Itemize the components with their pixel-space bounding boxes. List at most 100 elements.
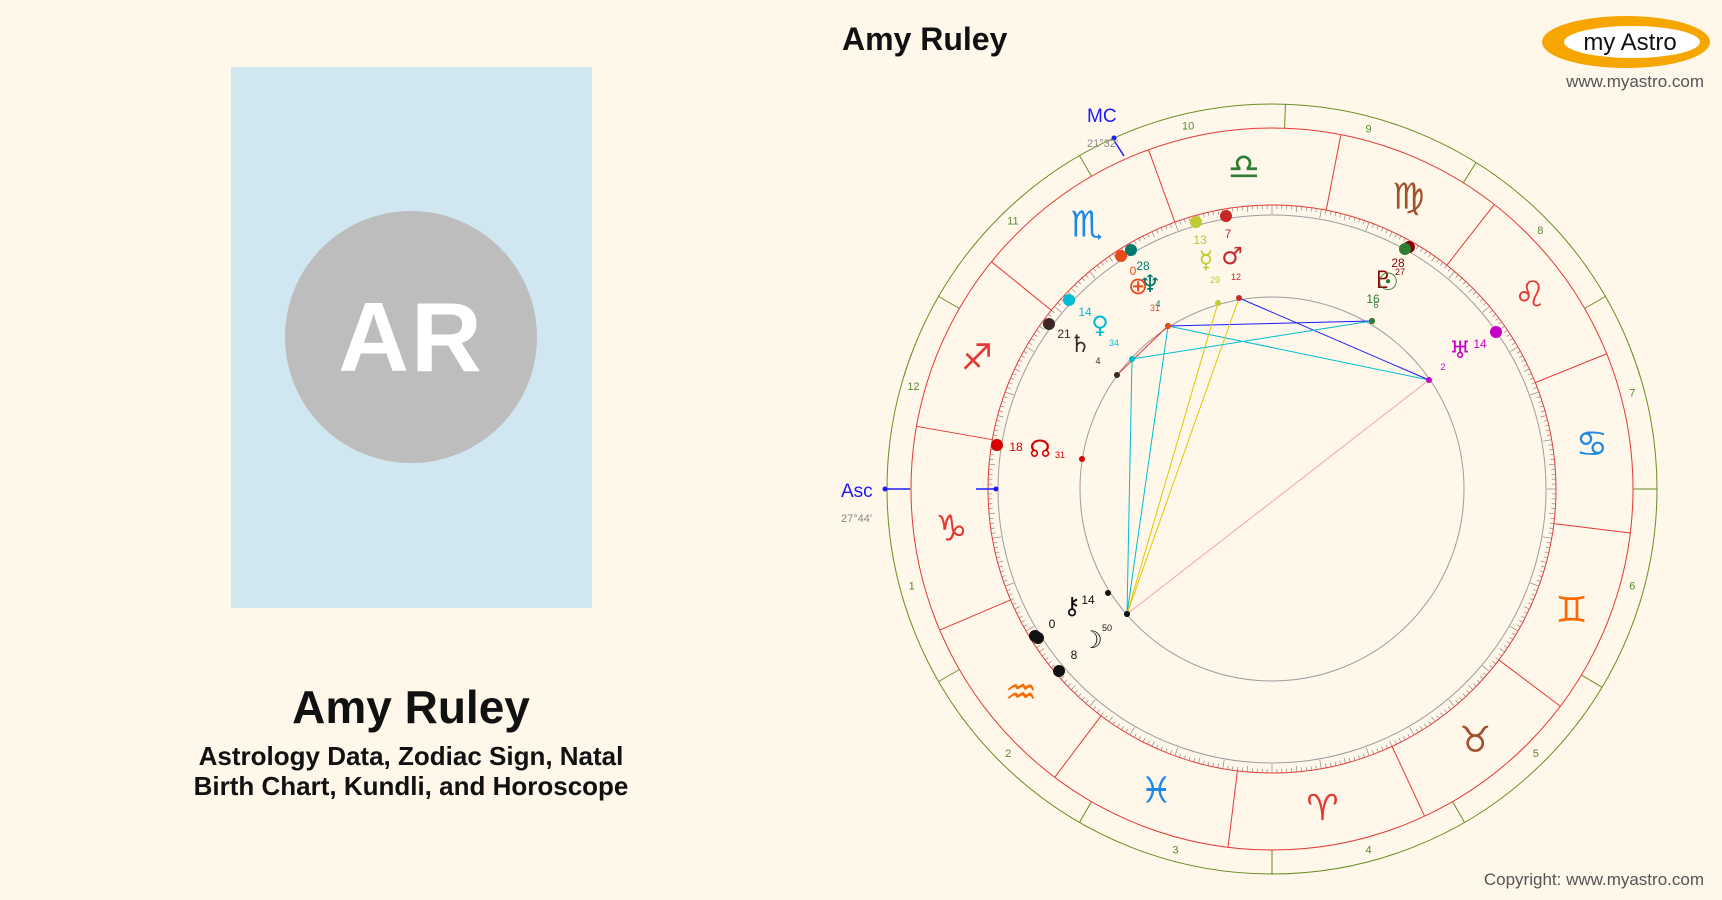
degree-tick [1343,214,1346,221]
person-subtitle: Astrology Data, Zodiac Sign, Natal Birth… [0,741,822,801]
sign-taurus-icon: ♉ [1459,720,1491,761]
degree-tick [1295,206,1298,213]
degree-tick [1440,262,1444,266]
degree-tick [1096,265,1100,269]
degree-tick [1455,700,1459,704]
degree-tick [1531,382,1536,385]
planet-venus-minutes: 34 [1109,338,1119,348]
degree-tick [1489,664,1493,668]
planet-mars-icon: ♂ [1221,242,1243,270]
degree-tick [1334,761,1337,766]
planet-sun-degree: 16 [1366,292,1380,306]
planet-mercury-degree: 13 [1193,233,1207,247]
degree-tick [990,527,995,529]
degree-tick [1503,329,1508,333]
degree-tick [1129,727,1135,736]
degree-tick [1001,575,1006,578]
degree-ticks [988,205,1556,773]
planet-mars-marker [1220,210,1232,222]
degree-tick [1117,723,1120,728]
degree-tick [1023,351,1028,354]
sign-boundary-line [1148,149,1176,223]
planet-saturn-icon: ♄ [1069,330,1091,358]
brand-url[interactable]: www.myastro.com [1566,72,1704,91]
degree-tick [1067,683,1071,687]
planet-pluto-degree: 28 [1391,256,1405,270]
asc-degree: 27°44' [841,513,872,525]
degree-tick [1466,284,1470,288]
degree-tick [1030,338,1035,341]
degree-tick [1476,295,1480,299]
sign-boundary-line [939,599,1011,631]
degree-tick [1329,762,1332,767]
degree-tick [1489,310,1493,314]
degree-tick [1436,259,1440,263]
house-number: 8 [1537,225,1543,237]
sign-boundary-line [991,261,1052,311]
degree-tick [1511,632,1516,636]
degree-tick [1495,317,1499,321]
house-cusp-line [1462,162,1477,184]
degree-tick [1217,210,1219,215]
degree-tick [996,556,1001,558]
planet-uranus-marker [1490,326,1502,338]
sign-boundary-line [1535,353,1607,384]
degree-tick [1536,579,1541,582]
sign-aquarius-icon: ♒ [1005,672,1037,713]
degree-tick [1016,364,1021,367]
degree-tick [1479,298,1484,302]
degree-tick [1074,284,1078,288]
degree-tick [992,536,1002,539]
degree-tick [1365,747,1370,756]
degree-tick [1160,227,1163,232]
degree-tick [1174,222,1179,231]
planet-part-of-fortune-minutes: 31 [1150,303,1160,313]
degree-tick [996,420,1001,422]
sign-capricorn-icon: ♑ [935,508,967,549]
degree-tick [1541,410,1546,413]
degree-tick [1403,238,1406,242]
planet-sun-minutes: 6 [1373,300,1378,310]
degree-tick [1498,321,1502,325]
planet-chiron-degree: 14 [1081,593,1095,607]
aspect-lines [1116,297,1430,615]
degree-tick [1358,755,1361,760]
degree-tick [1353,217,1356,222]
sign-cancer-icon: ♋ [1576,424,1608,465]
brand-logo[interactable]: my Astro [1540,10,1712,70]
profile-photo-placeholder: AR [231,67,592,608]
degree-tick [1227,765,1229,770]
degree-tick [1048,313,1052,317]
degree-tick [1473,683,1477,687]
degree-tick [1028,342,1033,346]
degree-tick [1310,766,1312,771]
house-number: 12 [907,381,919,393]
degree-tick [1081,696,1085,701]
degree-tick [1548,532,1553,534]
degree-tick [1420,247,1423,252]
degree-tick [1362,753,1365,758]
degree-tick [1381,746,1384,751]
degree-tick [1169,750,1172,755]
aspect-line [1126,302,1219,615]
aspect-line [1238,297,1430,381]
degree-tick [1010,377,1015,380]
brand-logo-inner [1564,26,1700,58]
sign-leo-icon: ♌ [1514,275,1546,316]
degree-tick [1365,222,1370,231]
degree-tick [1021,355,1025,358]
brand-logo-text: my Astro [1583,29,1676,56]
degree-tick [998,410,1003,413]
degree-tick [1459,277,1463,282]
degree-tick [1039,325,1045,330]
degree-tick [1006,589,1011,592]
degree-tick [1381,227,1384,232]
degree-tick [1045,657,1049,661]
degree-tick [1134,240,1137,245]
degree-tick [1025,626,1034,632]
planet-mercury-icon: ☿ [1199,246,1214,274]
degree-tick [1174,747,1179,756]
degree-tick [1142,235,1146,240]
degree-tick [1343,757,1346,764]
degree-tick [1483,672,1487,676]
